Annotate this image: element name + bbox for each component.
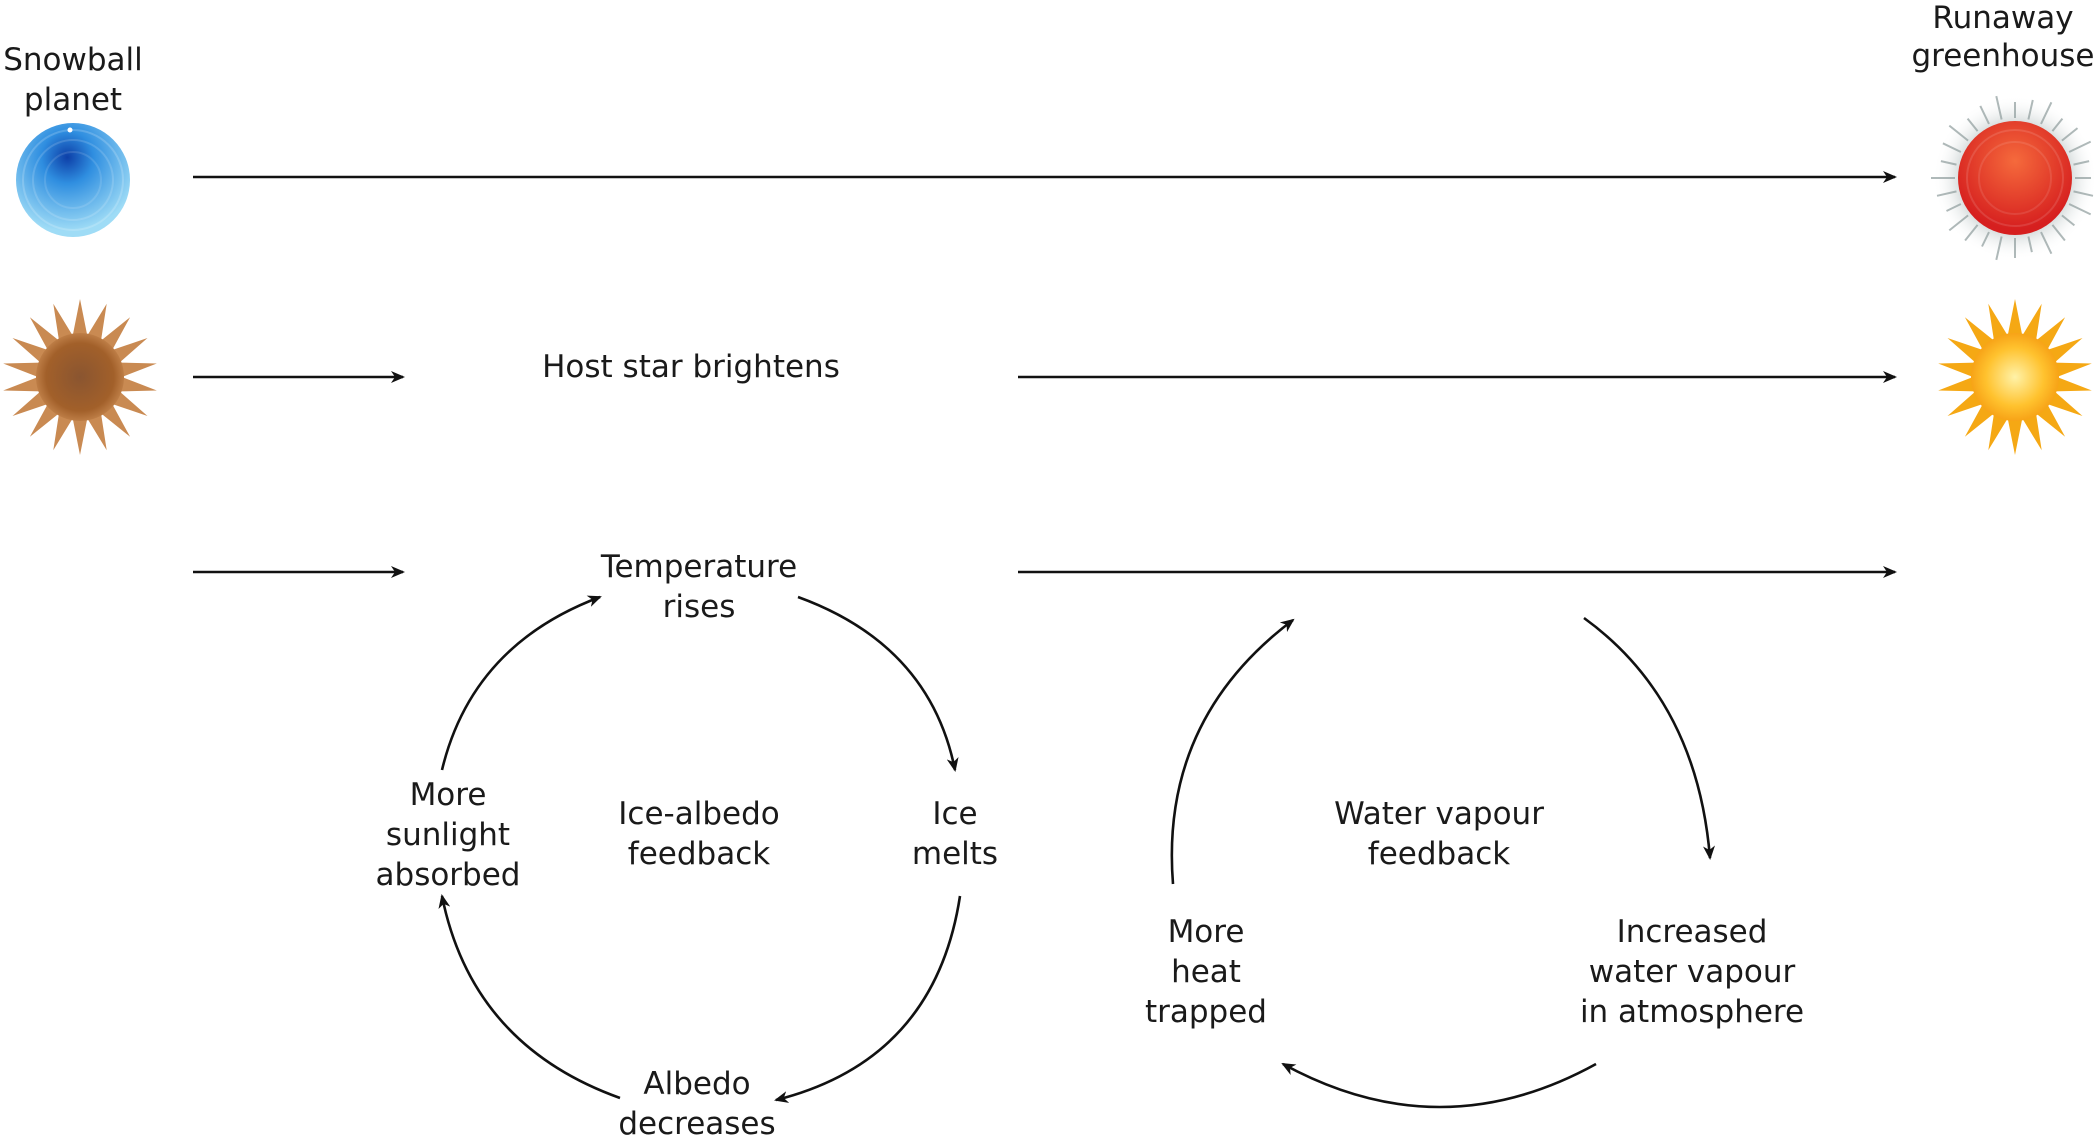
ice-albedo-feedback-label-line2: feedback: [628, 836, 770, 872]
water-vapour-feedback-label-line1: Water vapour: [1334, 796, 1544, 832]
temperature-rises-label-line1: Temperature: [600, 549, 797, 585]
ice-albedo-cycle: Temperature rises Ice melts Albedo decre…: [376, 549, 999, 1138]
ice-albedo-feedback-label-line1: Ice-albedo: [618, 796, 779, 832]
albedo-decreases-label-line2: decreases: [618, 1106, 775, 1138]
snowball-planet-label-line2: planet: [24, 82, 122, 118]
arrow-albedo-to-sunlight: [438, 894, 621, 1100]
arrow-vapour-to-heat: [1281, 1062, 1597, 1109]
temperature-rises-label-line2: rises: [663, 589, 736, 625]
increased-water-vapour-label-line1: Increased: [1617, 914, 1768, 950]
more-heat-trapped-label-line2: heat: [1171, 954, 1241, 990]
host-star-brightens-label: Host star brightens: [542, 349, 840, 385]
arrow-temp-to-ice: [797, 595, 959, 772]
hot-planet-icon: [1931, 95, 2097, 261]
runaway-greenhouse-label-line1: Runaway: [1932, 0, 2073, 36]
more-sunlight-absorbed-label-line3: absorbed: [376, 857, 521, 893]
ice-melts-label-line1: Ice: [932, 796, 977, 832]
arrow-heat-to-top: [1170, 618, 1295, 885]
more-heat-trapped-label-line3: trapped: [1145, 994, 1267, 1030]
bright-star-icon: [1938, 299, 2092, 455]
water-vapour-feedback-label-line2: feedback: [1368, 836, 1510, 872]
snowball-planet-icon: [16, 123, 130, 237]
snowball-planet-label-line1: Snowball: [3, 42, 143, 78]
increased-water-vapour-label-line3: in atmosphere: [1580, 994, 1804, 1030]
arrow-ice-to-albedo: [774, 895, 962, 1103]
more-sunlight-absorbed-label-line1: More: [410, 777, 487, 813]
arrow-sunlight-to-temp: [440, 595, 602, 771]
arrow-top-to-vapour: [1583, 616, 1715, 860]
dim-star-icon: [3, 299, 157, 455]
increased-water-vapour-label-line2: water vapour: [1589, 954, 1796, 990]
ice-melts-label-line2: melts: [912, 836, 998, 872]
more-heat-trapped-label-line1: More: [1168, 914, 1245, 950]
albedo-decreases-label-line1: Albedo: [643, 1066, 750, 1102]
runaway-greenhouse-label-line2: greenhouse: [1911, 38, 2094, 74]
water-vapour-cycle: Water vapour feedback More heat trapped …: [1145, 616, 1804, 1109]
more-sunlight-absorbed-label-line2: sunlight: [386, 817, 510, 853]
